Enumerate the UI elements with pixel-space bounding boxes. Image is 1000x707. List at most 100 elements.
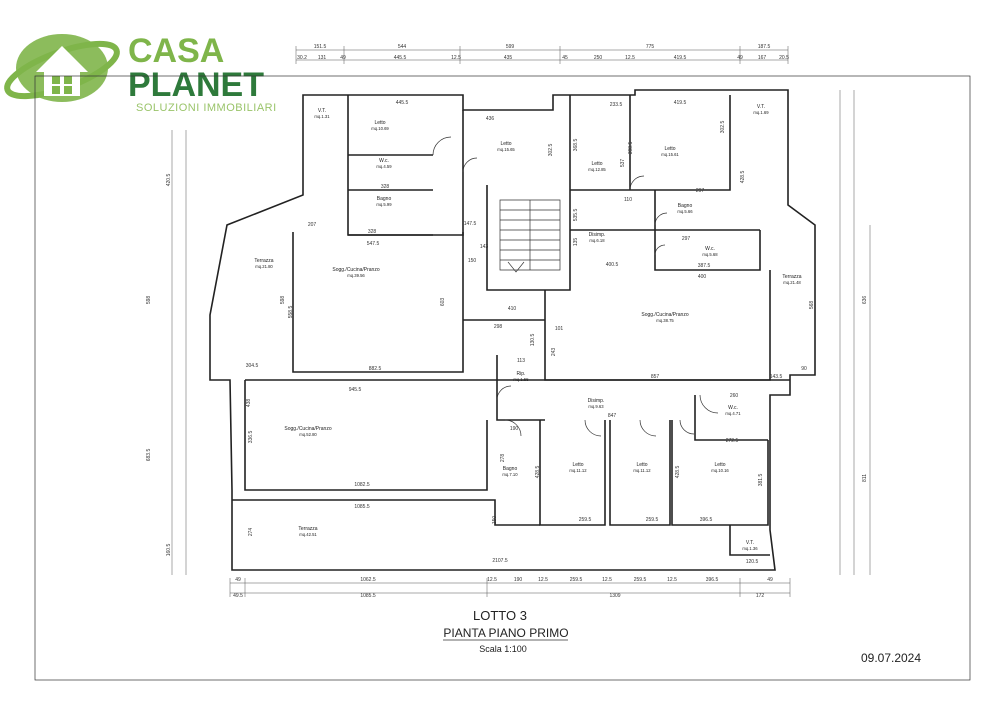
dim-label: 599 <box>506 44 515 50</box>
room-area: mq.38.75 <box>656 318 674 323</box>
dim-label: 847 <box>608 413 617 419</box>
dim-label: 260 <box>730 393 739 399</box>
dim-label: 30.2 <box>297 55 307 61</box>
room-area: mq.1.36 <box>742 546 758 551</box>
dim-label: 250 <box>594 55 603 61</box>
dim-label: 598 <box>280 296 286 305</box>
dim-label: 151.5 <box>314 44 327 50</box>
dim-label: 2107.5 <box>492 558 508 564</box>
room-bagno-1: Bagno mq.5.99 <box>376 196 392 207</box>
room-area: mq.5.68 <box>702 252 718 257</box>
dim-label: 811 <box>862 474 868 482</box>
dim-label: 272.5 <box>726 438 739 444</box>
dim-label: 12.5 <box>538 577 548 583</box>
room-terrazza-3: Terrazza mq.42.51 <box>298 526 317 537</box>
dim-label: 1309 <box>609 593 620 599</box>
dim-label: 603 <box>440 298 446 307</box>
dim-label: 45 <box>562 55 568 61</box>
room-labels: V.T. mq.1.31 Letto mq.10.69 W.c. mq.4.59… <box>254 104 801 551</box>
room-terrazza-1: Terrazza mq.21.80 <box>254 258 273 269</box>
dim-label: 544 <box>398 44 407 50</box>
dim-label: 547.5 <box>367 241 380 247</box>
logo-word-casa: CASA <box>128 32 224 70</box>
dim-label: 12.5 <box>451 55 461 61</box>
room-name: Sogg./Cucina/Pranzo <box>641 312 688 318</box>
dim-label: 120.5 <box>746 559 759 565</box>
room-wc-2: W.c. mq.5.68 <box>702 246 718 257</box>
room-wc-1: W.c. mq.4.59 <box>376 158 392 169</box>
building-walls <box>209 89 816 571</box>
room-vt-3: V.T. mq.1.36 <box>742 540 758 551</box>
logo-tagline: SOLUZIONI IMMOBILIARI <box>136 102 277 114</box>
room-area: mq.1.31 <box>314 114 330 119</box>
room-area: mq.52.80 <box>299 432 317 437</box>
dim-label: 438 <box>246 399 252 408</box>
dim-label: 857 <box>651 374 660 380</box>
room-bagno-3: Bagno mq.7.10 <box>502 466 518 477</box>
dim-label: 410 <box>508 306 517 312</box>
lot-title: LOTTO 3 <box>473 608 527 623</box>
dim-label: 90 <box>801 366 807 372</box>
dim-label: 150 <box>492 516 498 525</box>
room-name: Terrazza <box>254 258 273 264</box>
dim-label: 302.5 <box>548 144 554 157</box>
dim-label: 147.5 <box>464 221 477 227</box>
room-letto-3: Letto mq.12.85 <box>588 161 606 172</box>
room-area: mq.1.69 <box>753 110 769 115</box>
room-letto-4: Letto mq.15.61 <box>661 146 679 157</box>
room-letto-2: Letto mq.15.65 <box>497 141 515 152</box>
room-name: Rip. <box>517 371 526 377</box>
dim-label: 535.5 <box>573 209 579 222</box>
dims-right: 636 811 <box>862 296 868 482</box>
room-area: mq.39.56 <box>347 273 365 278</box>
room-wc-3: W.c. mq.4.71 <box>725 405 741 416</box>
dim-label: 110 <box>624 197 632 203</box>
dim-label: 396.5 <box>706 577 719 583</box>
dim-label: 298 <box>494 324 503 330</box>
room-ripostiglio: Rip. mq.1.55 <box>513 371 529 382</box>
room-area: mq.5.66 <box>677 209 693 214</box>
room-name: Letto <box>500 141 511 147</box>
dim-label: 537 <box>620 159 626 168</box>
dim-label: 259.5 <box>646 517 659 523</box>
date-label: 09.07.2024 <box>861 651 921 665</box>
dim-label: 12.5 <box>602 577 612 583</box>
dim-label: 683.5 <box>146 449 152 462</box>
room-area: mq.10.16 <box>711 468 729 473</box>
dims-bottom-row1: 49 1062.5 12.5 190 12.5 259.5 12.5 259.5… <box>235 577 773 583</box>
room-letto-1: Letto mq.10.69 <box>371 120 389 131</box>
dim-label: 398.5 <box>628 142 634 155</box>
dim-label: 20.5 <box>779 55 789 61</box>
top-dimension-lines <box>295 46 789 64</box>
room-name: V.T. <box>746 540 754 546</box>
dims-top-row1: 151.5 544 599 775 187.5 <box>314 44 771 50</box>
dim-label: 328 <box>381 184 390 190</box>
dim-label: 49 <box>340 55 346 61</box>
side-dimension-lines <box>171 90 871 575</box>
room-area: mq.11.12 <box>633 468 651 473</box>
room-area: mq.15.61 <box>661 152 679 157</box>
dim-label: 274 <box>248 528 254 537</box>
dim-label: 302.5 <box>720 121 726 134</box>
dim-label: 131 <box>318 55 327 61</box>
dim-label: 49 <box>767 577 773 583</box>
room-name: V.T. <box>757 104 765 110</box>
dim-label: 775 <box>646 44 655 50</box>
room-area: mq.11.12 <box>569 468 587 473</box>
room-area: mq.9.63 <box>588 404 604 409</box>
dim-label: 12.5 <box>487 577 497 583</box>
room-terrazza-2: Terrazza mq.21.48 <box>782 274 801 285</box>
dim-label: 419.5 <box>674 55 687 61</box>
room-area: mq.7.10 <box>502 472 518 477</box>
dim-label: 12.5 <box>625 55 635 61</box>
room-area: mq.12.85 <box>588 167 606 172</box>
room-name: W.c. <box>728 405 738 411</box>
room-vt-2: V.T. mq.1.69 <box>753 104 769 115</box>
room-area: mq.21.48 <box>783 280 801 285</box>
dim-label: 428.5 <box>535 466 541 479</box>
room-area: mq.4.71 <box>725 411 741 416</box>
drawing-frame <box>34 75 971 681</box>
dims-top-row2: 30.2 131 49 445.5 12.5 435 45 250 12.5 4… <box>297 55 789 61</box>
dim-label: 113 <box>517 358 525 364</box>
dim-label: 233.5 <box>610 102 623 108</box>
